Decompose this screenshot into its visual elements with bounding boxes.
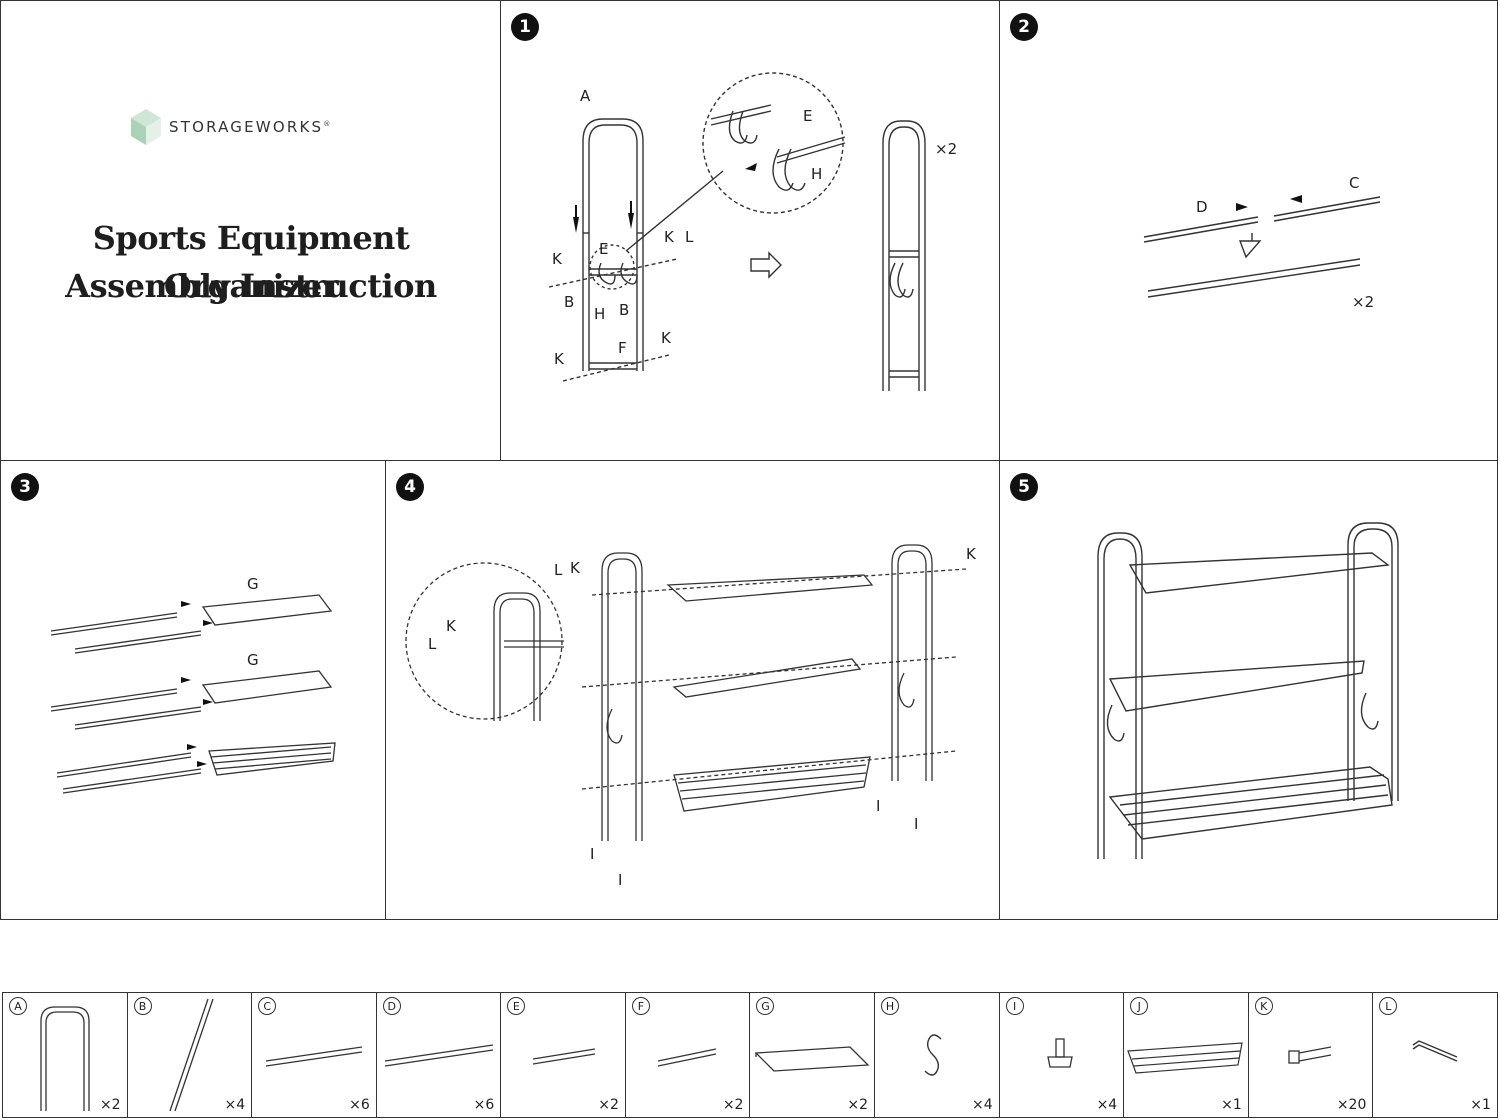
part-letter: D	[382, 997, 401, 1015]
label-k: K	[446, 617, 457, 635]
part-qty: ×6	[349, 1097, 370, 1113]
part-qty: ×4	[224, 1097, 246, 1113]
label-h: H	[811, 165, 822, 183]
part-letter: C	[258, 997, 277, 1015]
label-h: H	[594, 305, 605, 323]
part-letter: B	[133, 997, 152, 1015]
part-letter: G	[756, 997, 775, 1015]
label-b: B	[619, 301, 629, 319]
label-c: C	[1349, 174, 1359, 192]
step-4-diagram: L K L K K I I I I	[405, 544, 977, 889]
shelf-panel-icon	[754, 1046, 870, 1072]
part-b: B ×4	[128, 993, 253, 1117]
s-hook-icon	[924, 1034, 942, 1076]
part-qty: ×2	[99, 1097, 121, 1113]
brand-logo: STORAGEWORKS®	[129, 108, 330, 146]
part-f: F ×2	[626, 993, 751, 1117]
part-letter: F	[631, 997, 650, 1015]
part-l: L ×1	[1373, 993, 1497, 1117]
label-e: E	[803, 107, 812, 125]
tube-icon	[384, 1044, 493, 1067]
step-2-number: 2	[1010, 13, 1038, 41]
part-letter: I	[1005, 997, 1024, 1015]
step-3-diagram: G G	[50, 575, 336, 794]
brand-logo-icon	[131, 109, 161, 145]
document-title-line1: Sports Equipment Organizer	[92, 219, 410, 305]
part-letter: K	[1254, 997, 1273, 1015]
label-i: I	[618, 871, 622, 889]
short-tube-icon	[533, 1048, 596, 1065]
part-g: G ×2	[750, 993, 876, 1117]
label-g: G	[247, 651, 259, 669]
leveling-foot-icon	[1046, 1038, 1073, 1068]
step-3-number: 3	[11, 473, 39, 501]
part-letter: L	[1379, 997, 1398, 1015]
long-pole-icon	[168, 998, 214, 1112]
step-2-panel: 2 D C ×2	[999, 0, 1498, 461]
part-k: K ×20	[1249, 993, 1374, 1117]
part-d: D ×6	[377, 993, 502, 1117]
label-k: K	[661, 329, 672, 347]
part-qty: ×2	[847, 1097, 869, 1113]
label-a: A	[580, 87, 591, 105]
label-i: I	[914, 815, 918, 833]
part-h: H ×4	[875, 993, 1000, 1117]
label-d: D	[1196, 198, 1208, 216]
part-a: A ×2	[3, 993, 128, 1117]
step-5-diagram	[1097, 522, 1399, 859]
label-f: F	[618, 339, 627, 357]
brand-name: STORAGEWORKS®	[169, 118, 331, 136]
step-4-panel: 4 L K L K K I I I	[385, 460, 1000, 920]
part-e: E ×2	[501, 993, 626, 1117]
screw-icon	[1288, 1046, 1331, 1064]
step-3-panel: 3 G G	[0, 460, 386, 920]
step-1-diagram: A E H K K L B B F K K E H ×2	[548, 72, 957, 391]
step-1-number: 1	[511, 13, 539, 41]
part-qty: ×1	[1221, 1097, 1242, 1113]
step-5-number: 5	[1010, 473, 1038, 501]
allen-key-icon	[1412, 1040, 1458, 1062]
step-5-panel: 5	[999, 460, 1498, 920]
label-k: K	[966, 545, 977, 563]
part-qty: ×6	[473, 1097, 495, 1113]
step-1-multiplier: ×2	[935, 140, 957, 158]
label-k: K	[664, 228, 675, 246]
part-letter: J	[1130, 997, 1149, 1015]
part-letter: H	[881, 997, 900, 1015]
label-k: K	[554, 350, 565, 368]
step-4-number: 4	[396, 473, 424, 501]
part-c: C ×6	[252, 993, 377, 1117]
u-frame-icon	[40, 1006, 90, 1111]
step-1-panel: 1	[500, 0, 1000, 461]
part-j: J ×1	[1124, 993, 1249, 1117]
label-g: G	[247, 575, 259, 593]
label-k: K	[570, 559, 581, 577]
part-qty: ×1	[1470, 1097, 1491, 1113]
step-2-diagram: D C ×2	[1143, 174, 1381, 311]
title-panel: STORAGEWORKS® Sports Equipment Organizer…	[0, 0, 501, 461]
label-i: I	[876, 797, 880, 815]
tube-icon	[266, 1046, 363, 1067]
part-qty: ×2	[598, 1097, 619, 1113]
part-qty: ×4	[1096, 1097, 1118, 1113]
label-b: B	[564, 293, 574, 311]
parts-list: A ×2 B ×4 C ×6 D ×6 E ×2 F ×2 G ×2 H ×4 …	[2, 992, 1498, 1118]
part-letter: E	[507, 997, 526, 1015]
mesh-basket-icon	[1127, 1042, 1243, 1074]
short-tube-icon	[657, 1048, 717, 1067]
part-i: I ×4	[1000, 993, 1125, 1117]
label-e: E	[599, 240, 608, 258]
part-qty: ×20	[1336, 1097, 1367, 1113]
label-l: L	[685, 228, 694, 246]
label-k: K	[552, 250, 563, 268]
part-letter: A	[9, 997, 27, 1015]
step-2-multiplier: ×2	[1352, 293, 1374, 311]
label-l: L	[554, 561, 563, 579]
document-title-line2: Assembly Instruction	[65, 267, 437, 305]
part-qty: ×4	[971, 1097, 993, 1113]
part-qty: ×2	[722, 1097, 744, 1113]
label-l: L	[428, 635, 437, 653]
label-i: I	[590, 845, 594, 863]
